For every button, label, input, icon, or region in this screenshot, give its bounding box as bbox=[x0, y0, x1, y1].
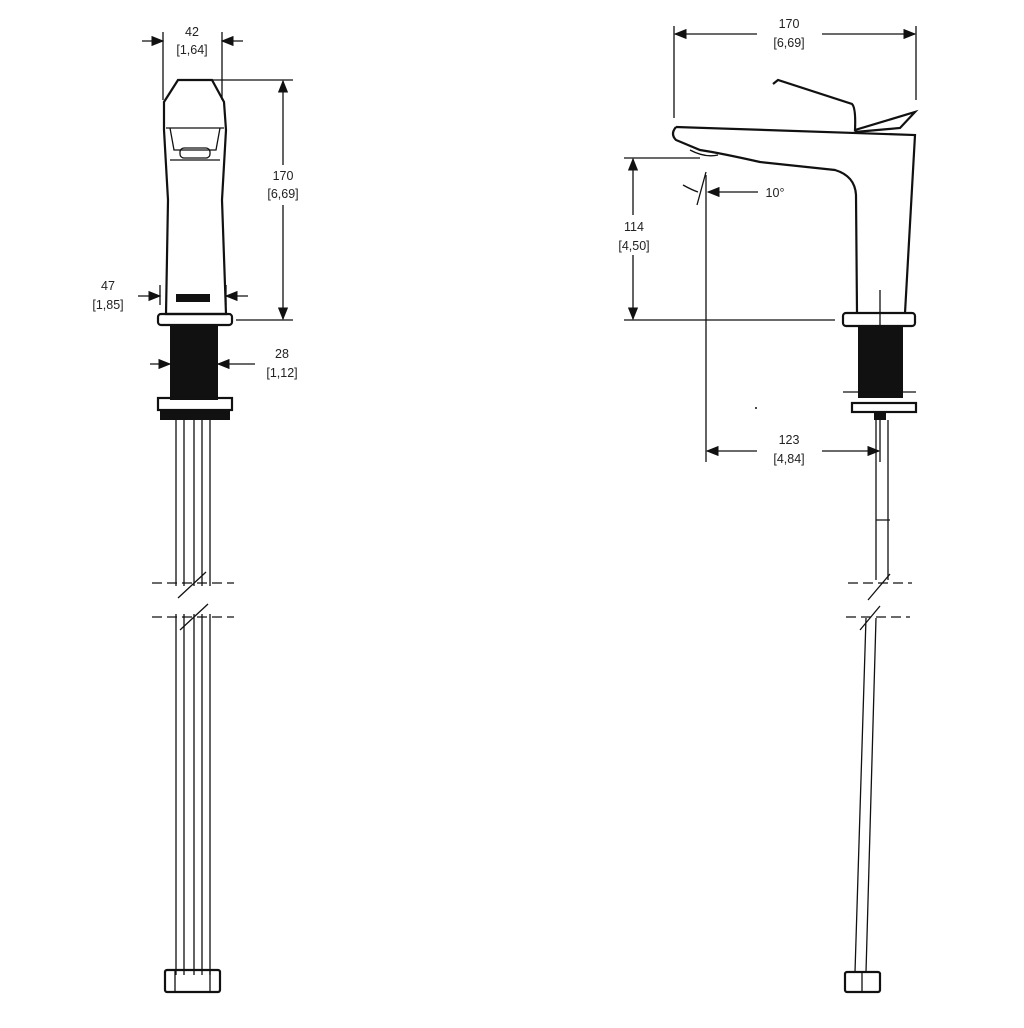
dim-28-in: [1,12] bbox=[266, 366, 297, 380]
dim-170-front-mm: 170 bbox=[273, 169, 294, 183]
dimension-170-side: 170 [6,69] bbox=[673, 17, 917, 118]
dim-123-in: [4,84] bbox=[773, 452, 804, 466]
dim-47-in: [1,85] bbox=[92, 298, 123, 312]
dim-170-front-in: [6,69] bbox=[267, 187, 298, 201]
threaded-shank-side bbox=[858, 326, 903, 398]
threaded-shank-front bbox=[170, 325, 218, 400]
side-view: 170 [6,69] 114 [4,50] 10° 123 [4,84] bbox=[618, 17, 919, 994]
dimension-123: 123 [4,84] bbox=[705, 175, 881, 466]
dim-114-in: [4,50] bbox=[618, 239, 649, 253]
dim-123-mm: 123 bbox=[779, 433, 800, 447]
dim-47-mm: 47 bbox=[101, 279, 115, 293]
faucet-body-side bbox=[671, 78, 919, 994]
dimension-42: 42 [1,64] bbox=[142, 25, 243, 100]
dimension-10-degree: 10° bbox=[682, 171, 785, 206]
faucet-body-front bbox=[150, 78, 236, 994]
dimension-114: 114 [4,50] bbox=[618, 157, 835, 321]
dim-114-mm: 114 bbox=[624, 220, 644, 234]
dim-170-side-mm: 170 bbox=[779, 17, 800, 31]
dimension-28: 28 [1,12] bbox=[150, 347, 298, 380]
dim-42-mm: 42 bbox=[185, 25, 199, 39]
dim-28-mm: 28 bbox=[275, 347, 289, 361]
front-view: 42 [1,64] 170 [6,69] 47 [1,85] 28 [1,12] bbox=[92, 25, 299, 994]
dim-170-side-in: [6,69] bbox=[773, 36, 804, 50]
dimension-47: 47 [1,85] bbox=[92, 279, 248, 312]
dim-42-in: [1,64] bbox=[176, 43, 207, 57]
dimension-170-front: 170 [6,69] bbox=[212, 79, 299, 321]
dim-10-degree-label: 10° bbox=[766, 186, 785, 200]
